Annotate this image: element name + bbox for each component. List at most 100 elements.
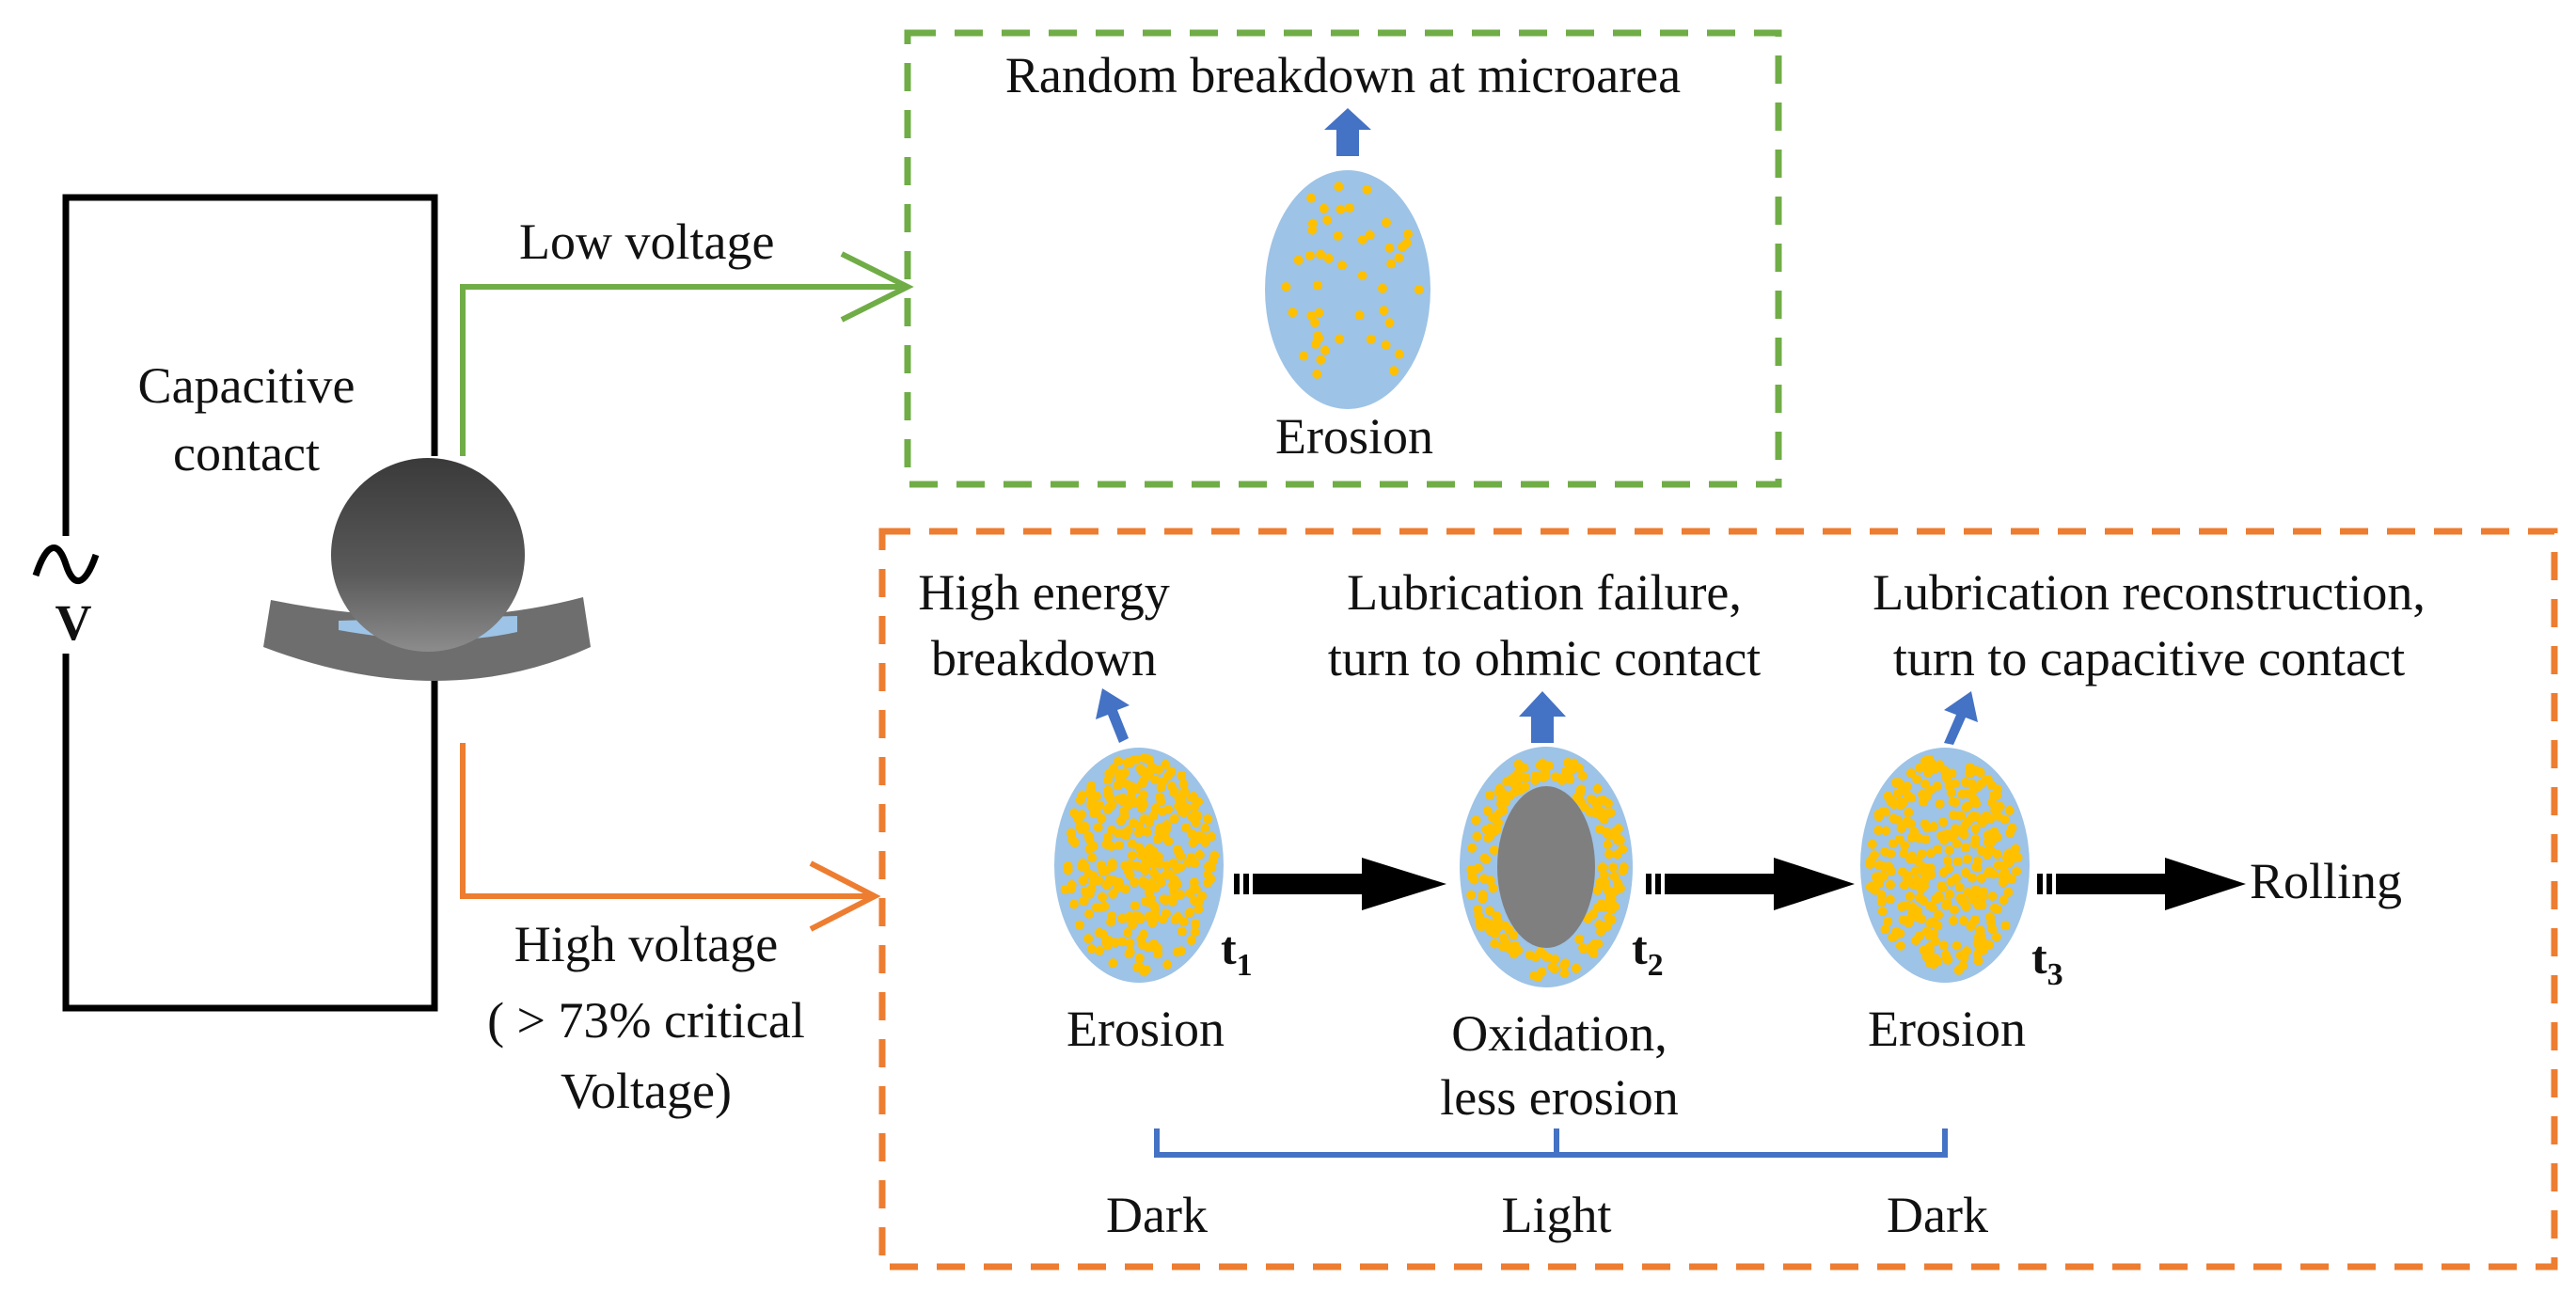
particle (1087, 840, 1098, 850)
particle (1901, 900, 1911, 910)
particle (2012, 866, 2022, 876)
particle (1194, 849, 1205, 860)
particle (1078, 858, 1088, 868)
particle (1130, 877, 1140, 888)
particle (1514, 781, 1525, 792)
stage-t3: Lubrication reconstruction, turn to capa… (1860, 564, 2426, 1057)
particle (1128, 920, 1138, 930)
particle (1987, 892, 1998, 901)
particle (1894, 778, 1904, 788)
low-voltage-label: Low voltage (519, 213, 774, 270)
particle (1924, 946, 1935, 956)
particle (1152, 834, 1162, 844)
particle (1874, 860, 1884, 870)
particle (1149, 939, 1159, 949)
particle (1086, 797, 1097, 808)
particle (1137, 779, 1147, 789)
particle (1943, 863, 1953, 874)
particle (1189, 877, 1199, 888)
particle (1946, 876, 1956, 887)
voltage-source-label: V (55, 594, 92, 651)
particle (1161, 759, 1171, 769)
particle (1384, 318, 1395, 328)
high-voltage-arrow (460, 743, 875, 899)
particle (1604, 849, 1614, 860)
particle (1909, 827, 1920, 837)
particle (1929, 821, 1938, 831)
particle (1973, 932, 1983, 942)
particle (1182, 803, 1192, 813)
particle (1382, 217, 1391, 228)
particle (1574, 934, 1585, 944)
particle (1898, 915, 1908, 925)
particle (1104, 768, 1114, 779)
particle (1103, 832, 1113, 843)
particle (1883, 791, 1893, 801)
particle (1143, 766, 1152, 777)
particle (1127, 839, 1137, 849)
particle (1176, 851, 1186, 861)
particle (1478, 890, 1488, 900)
stage-t2-breakdown-arrow (1519, 691, 1566, 743)
particle (1190, 927, 1200, 937)
particle (1565, 774, 1575, 784)
particle (1362, 184, 1372, 195)
particle (1612, 832, 1622, 843)
particle (1333, 230, 1343, 241)
particle (1598, 862, 1607, 872)
particle (2007, 823, 2017, 833)
particle (1536, 947, 1546, 957)
particle (1913, 906, 1922, 916)
particle (1490, 939, 1500, 949)
particle (1344, 203, 1354, 213)
particle (1381, 339, 1391, 350)
appearance-label-t2: Light (1502, 1187, 1612, 1243)
particle (1193, 904, 1204, 914)
particle (1894, 834, 1904, 844)
particle (1281, 282, 1291, 292)
particle (1299, 351, 1309, 361)
particle (1500, 797, 1510, 807)
high-voltage-label-line1: High voltage (514, 916, 778, 972)
particle (1414, 285, 1424, 294)
stage-t1-time: t1 (1221, 922, 1253, 983)
particle (1883, 916, 1893, 926)
particle (1530, 775, 1541, 785)
particle (1935, 798, 1945, 809)
particle (1592, 783, 1603, 794)
high-voltage-branch: High voltage ( > 73% critical Voltage) H… (460, 528, 2558, 1270)
particle (1572, 792, 1582, 802)
particle (1902, 781, 1912, 791)
particle (1098, 892, 1108, 902)
particle (1886, 866, 1896, 876)
particle (1107, 861, 1117, 872)
particle (1095, 946, 1105, 955)
stage-t2-oxide-core (1497, 786, 1595, 948)
particle (1923, 767, 1934, 778)
stage-t1-particles (1060, 753, 1220, 977)
particle (1114, 840, 1124, 850)
particle (1357, 271, 1367, 280)
particle (1191, 817, 1201, 828)
contact-label-line1: Capacitive (138, 357, 356, 414)
particle (1935, 760, 1945, 770)
particle (1873, 812, 1884, 822)
particle (2011, 844, 2021, 854)
particle (1129, 782, 1139, 793)
particle (1109, 876, 1119, 886)
particle (1547, 962, 1557, 972)
stage-t1-top-line1: High energy (918, 564, 1169, 621)
stage-t2-bottom-line2: less erosion (1440, 1069, 1678, 1126)
particle (1398, 242, 1408, 252)
particle (1124, 949, 1134, 959)
particle (1563, 758, 1573, 767)
particle (1619, 862, 1629, 872)
particle (1469, 875, 1479, 885)
particle (1963, 800, 1973, 811)
particle (1068, 899, 1079, 909)
particle (1963, 888, 1973, 897)
stage-t3-top-line2: turn to capacitive contact (1893, 630, 2405, 686)
contact-label-line2: contact (173, 425, 320, 481)
stage-t1-bottom-line1: Erosion (1067, 1001, 1225, 1057)
